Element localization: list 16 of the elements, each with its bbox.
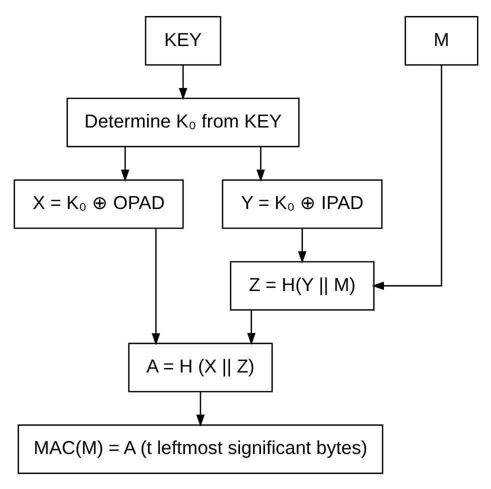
arrow — [196, 392, 204, 426]
arrow — [298, 228, 306, 263]
arrow — [256, 146, 264, 182]
node-box: MAC(M) = A (t leftmost significant bytes) — [17, 424, 383, 474]
arrow — [246, 310, 256, 345]
node-box: M — [404, 16, 478, 66]
node-box: A = H (X || Z) — [128, 342, 272, 392]
arrow — [151, 228, 160, 345]
node-box: Z = H(Y || M) — [229, 260, 374, 310]
arrow — [178, 64, 187, 100]
node-box: X = K₀ ⊕ OPAD — [13, 178, 184, 228]
node-box: Determine K₀ from KEY — [66, 97, 300, 147]
node-box: Y = K₀ ⊕ IPAD — [221, 178, 382, 228]
arrow — [120, 146, 129, 182]
node-box: KEY — [144, 16, 221, 66]
arrow — [371, 64, 442, 290]
